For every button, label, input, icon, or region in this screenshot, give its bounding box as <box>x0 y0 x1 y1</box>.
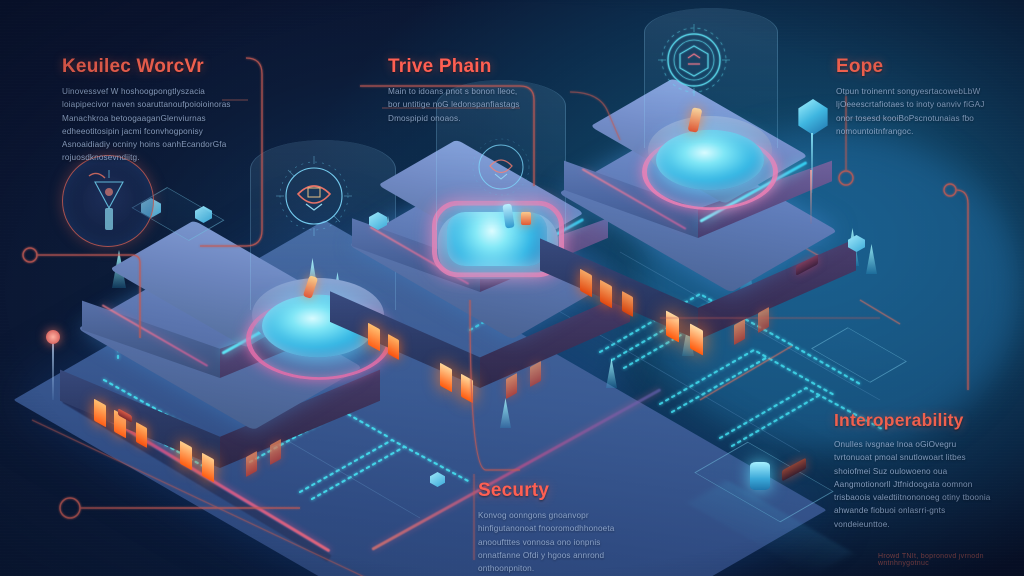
footer-text: Hrowd TNIt, bopronovd jvrnodn wntnhnygot… <box>878 553 984 567</box>
holographic-seal-secondary <box>276 156 352 236</box>
antenna-mast <box>52 338 54 400</box>
circular-emblem-badge <box>62 155 154 247</box>
callout-bottom-center-title: Securty <box>478 480 550 501</box>
callout-bottom-center: Securty Konvog oonngons gnoanvopr hinfig… <box>478 480 630 575</box>
callout-top-left-title: Keuilec WorcVr <box>62 56 204 77</box>
data-cylinder <box>750 462 770 490</box>
callout-top-right-title: Eope <box>836 56 884 77</box>
callout-top-right-body: Otpun troinennt songyesrtacowebLbW ljOee… <box>836 87 985 136</box>
callout-bottom-right-title: Interoperability <box>834 410 964 430</box>
badge-inner-icon <box>88 170 124 230</box>
callout-bottom-right-body: Onulles ivsgnae lnoa oGiOvegru tvrtonuoa… <box>834 440 991 529</box>
callout-top-center-body: Main to idoans pnot s bonon lleoc, bor u… <box>388 87 520 123</box>
callout-bottom-center-body: Konvog oonngons gnoanvopr hinfigutanonoa… <box>478 511 615 574</box>
callout-top-left: Keuilec WorcVr Uinovessvef W hoshoogpong… <box>62 56 238 165</box>
callout-top-right: Eope Otpun troinennt songyesrtacowebLbW … <box>836 56 988 138</box>
holographic-seal <box>658 24 730 96</box>
antenna-head <box>46 330 60 344</box>
callout-top-left-body: Uinovessvef W hoshoogpongtlyszacia loiap… <box>62 87 231 163</box>
callout-top-center-title: Trive Phain <box>388 56 492 77</box>
antenna-mast <box>810 170 812 224</box>
callout-bottom-right: Interoperability Onulles ivsgnae lnoa oG… <box>834 410 992 531</box>
holographic-seal-tertiary <box>472 138 530 196</box>
callout-top-center: Trive Phain Main to idoans pnot s bonon … <box>388 56 532 125</box>
